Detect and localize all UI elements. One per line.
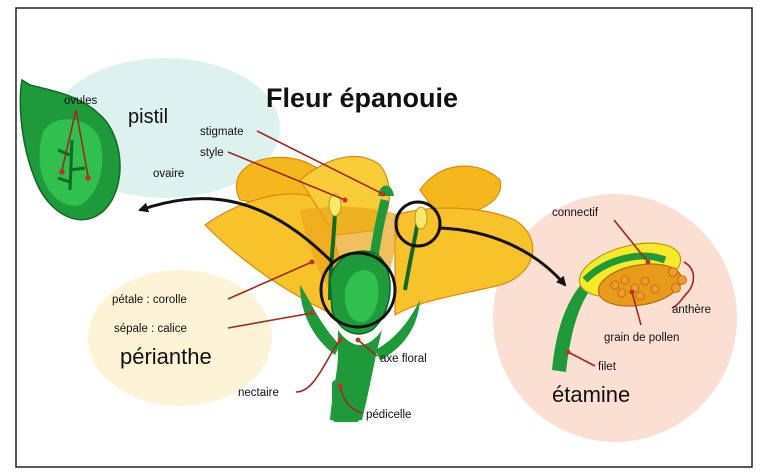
label-pedicelle: pédicelle <box>366 409 411 421</box>
petale-dot <box>310 260 315 265</box>
label-filet: filet <box>598 361 617 373</box>
label-connectif: connectif <box>552 207 599 219</box>
label-petale-corolle: pétale : corolle <box>112 294 187 306</box>
ovule-dot-1 <box>59 169 65 175</box>
perianth-bubble <box>88 270 272 406</box>
label-stigmate: stigmate <box>200 126 243 138</box>
stigmate-dot <box>381 192 386 197</box>
axe-floral-dot <box>356 338 361 343</box>
label-anthere: anthère <box>672 304 711 316</box>
label-grain-de-pollen: grain de pollen <box>604 332 679 344</box>
diagram-title: Fleur épanouie <box>266 83 458 113</box>
style-dot <box>343 198 348 203</box>
label-etamine: étamine <box>552 382 630 407</box>
pedicelle-dot <box>338 384 343 389</box>
label-nectaire: nectaire <box>238 387 279 399</box>
label-perianthe: périanthe <box>120 344 212 369</box>
label-pistil: pistil <box>128 106 168 128</box>
connectif-dot <box>646 260 651 265</box>
ovule-dot-2 <box>85 175 91 181</box>
filet-dot <box>566 350 571 355</box>
pollen-dot <box>630 290 635 295</box>
sepale-dot <box>310 311 315 316</box>
label-ovaire: ovaire <box>153 168 184 180</box>
label-style: style <box>200 147 224 159</box>
label-axe-floral: axe floral <box>380 353 427 365</box>
nectaire-dot <box>338 338 343 343</box>
label-sepale-calice: sépale : calice <box>114 323 187 335</box>
stamen-anther-right <box>415 207 427 229</box>
label-ovules: ovules <box>64 95 97 107</box>
